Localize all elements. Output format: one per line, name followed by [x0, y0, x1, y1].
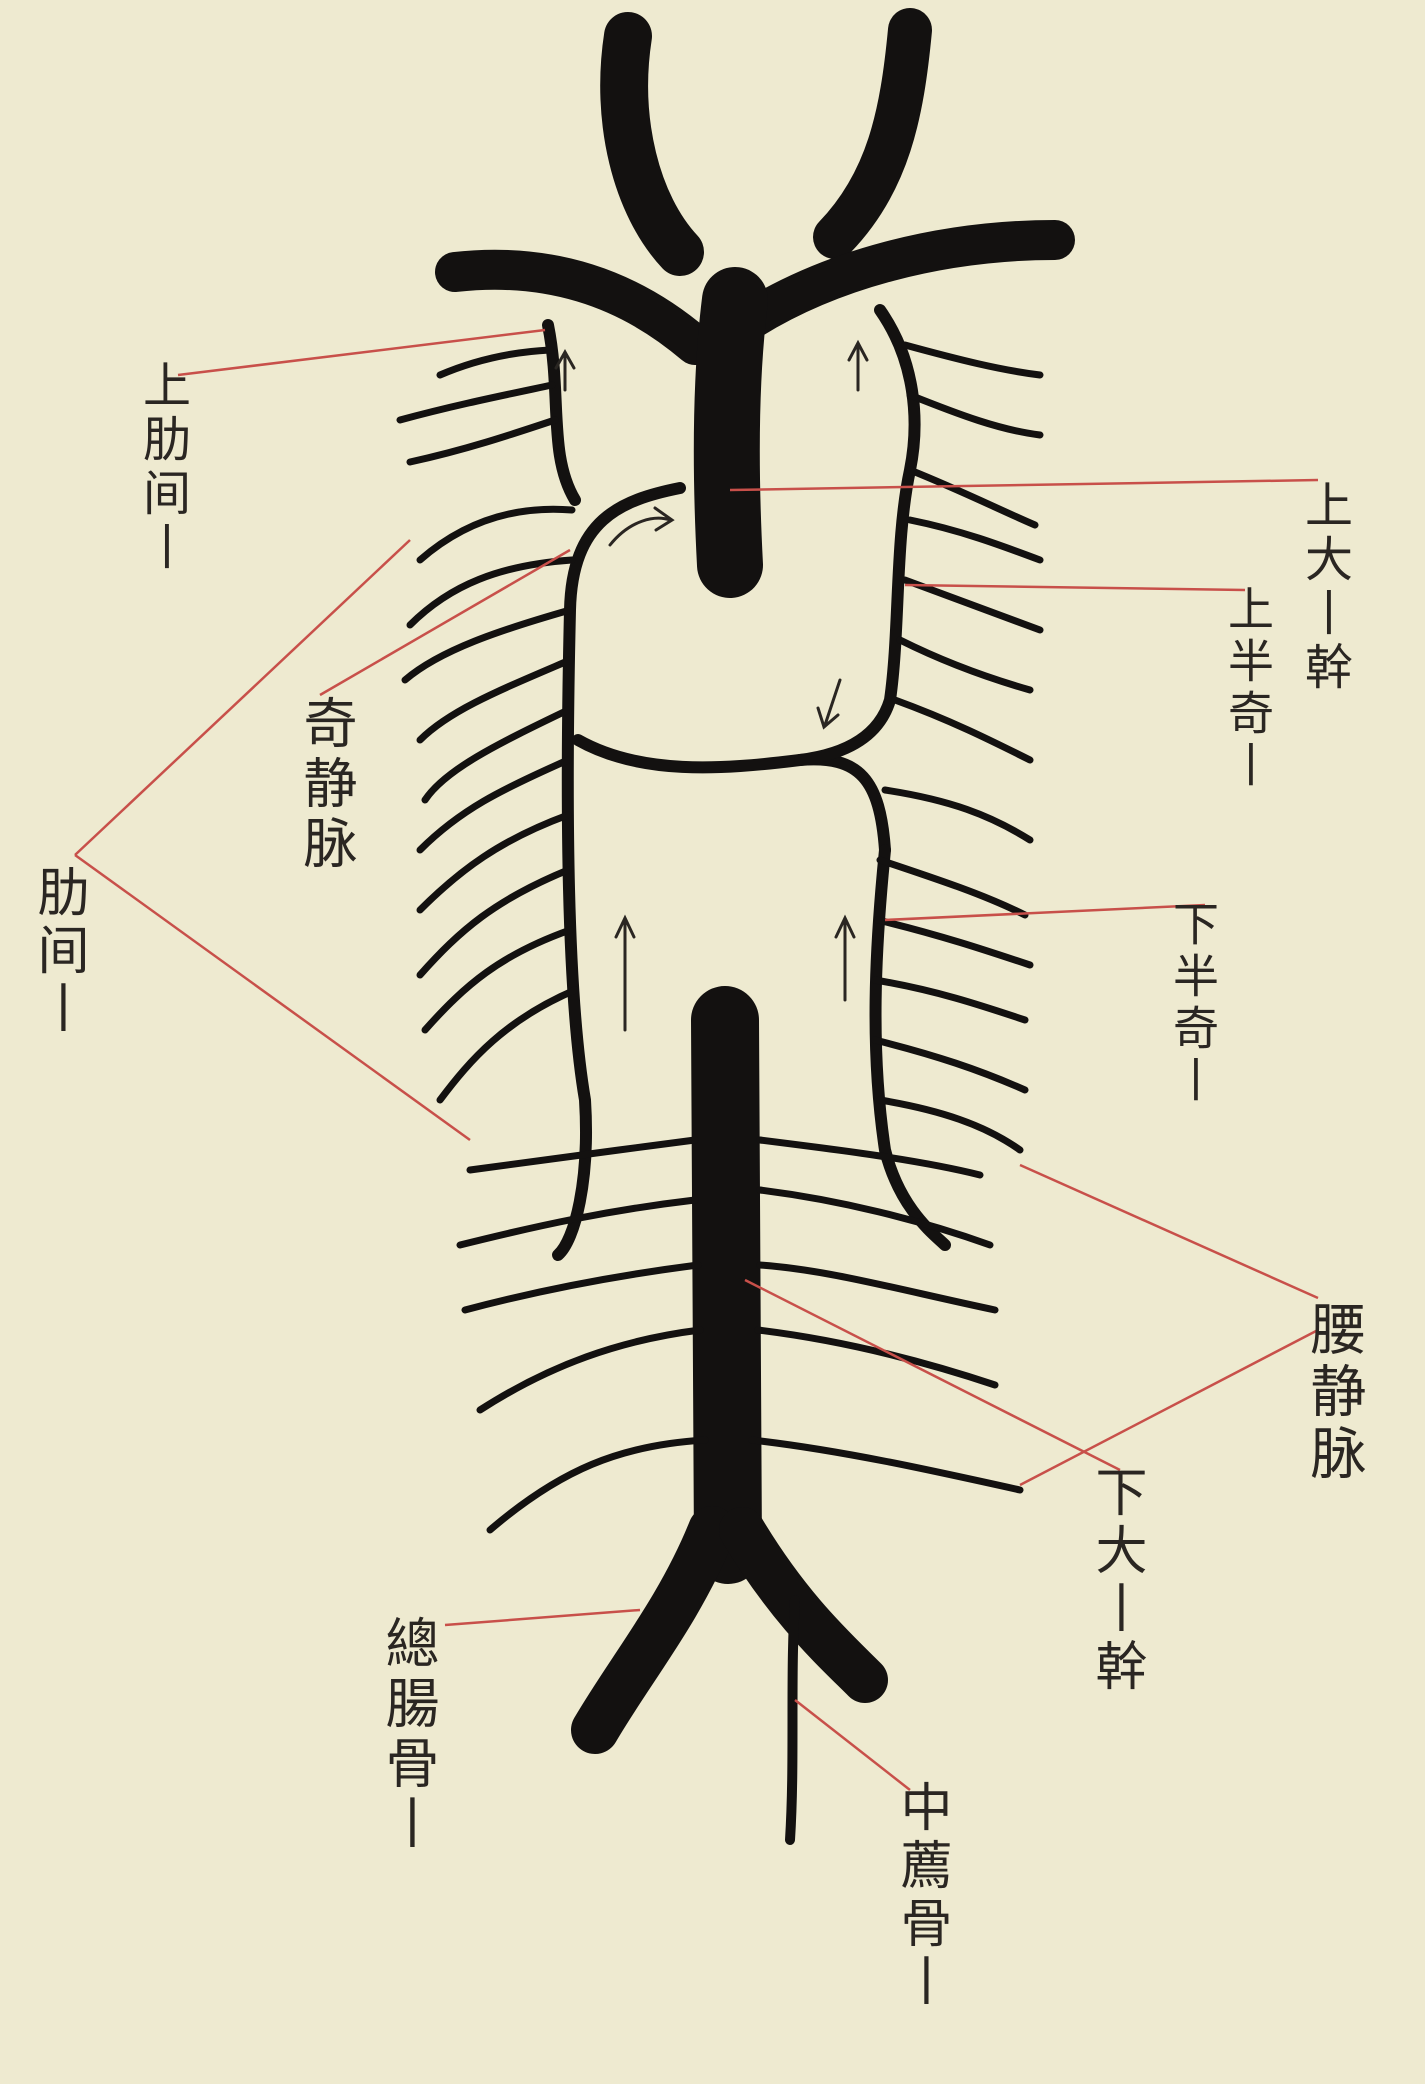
- label-median-sacral: 中薦骨丨: [895, 1780, 947, 2012]
- leader-lower-hemiazygos: [885, 905, 1205, 920]
- leader-inferior-vena-cava: [745, 1280, 1120, 1470]
- right-jugular-trunk: [835, 30, 910, 237]
- label-lower-hemiazygos: 下半奇丨: [1170, 900, 1216, 1108]
- label-inferior-vena-cava: 下大丨幹: [1090, 1465, 1142, 1697]
- label-azygos-vein: 奇静脉: [298, 695, 352, 875]
- left-iliac-trunk: [595, 1530, 712, 1730]
- label-upper-intercostal: 上肋间丨: [138, 360, 186, 576]
- leader-common-iliac: [445, 1610, 640, 1625]
- leader-intercostal-upper: [75, 540, 410, 855]
- left-jugular-trunk: [624, 36, 680, 252]
- right-subclavian-trunk: [750, 240, 1055, 320]
- leader-intercostal-lower: [75, 855, 470, 1140]
- label-upper-hemiazygos: 上半奇丨: [1225, 585, 1271, 793]
- leader-lumbar-lower: [1020, 1330, 1318, 1485]
- brachiocephalic-junction: [727, 300, 735, 565]
- left-subclavian-trunk: [455, 270, 695, 345]
- leader-median-sacral: [795, 1700, 910, 1790]
- label-lumbar-vein: 腰静脉: [1305, 1300, 1361, 1486]
- label-superior-vena-cava: 上大丨幹: [1300, 480, 1348, 696]
- leader-superior-vena-cava: [730, 480, 1318, 490]
- right-iliac-trunk: [742, 1530, 865, 1680]
- leader-upper-hemiazygos: [905, 585, 1245, 590]
- label-intercostal: 肋间丨: [32, 865, 84, 1039]
- median-sacral-vein: [790, 1600, 795, 1840]
- label-common-iliac: 總腸骨丨: [380, 1615, 434, 1855]
- inferior-vena-cava-trunk: [725, 1020, 728, 1550]
- leader-lumbar-upper: [1020, 1165, 1318, 1298]
- azygos-vein: [558, 488, 680, 1255]
- leader-upper-intercostal: [178, 330, 545, 375]
